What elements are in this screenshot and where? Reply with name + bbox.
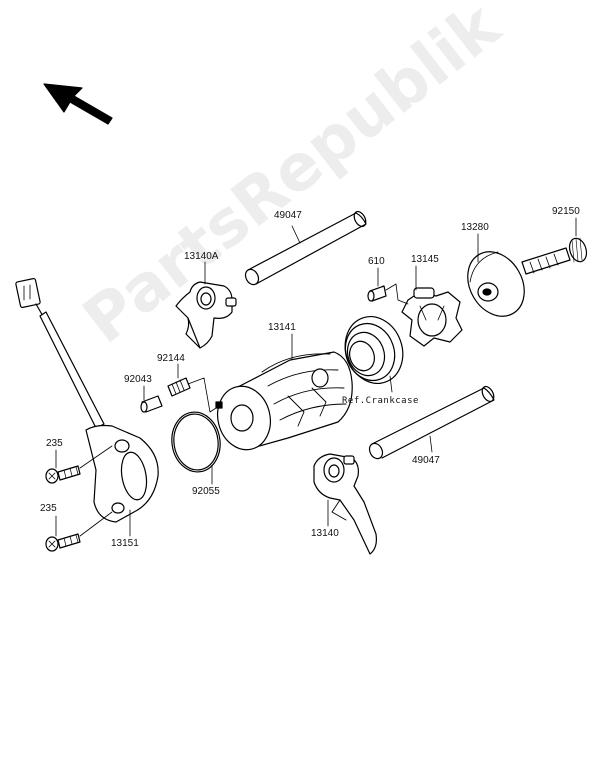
part-13280-plate[interactable] xyxy=(456,242,535,327)
label-92055: 92055 xyxy=(192,486,220,497)
label-13140A: 13140A xyxy=(184,251,219,262)
label-13151: 13151 xyxy=(111,538,139,549)
part-92055-o-ring[interactable] xyxy=(168,409,224,475)
label-13145: 13145 xyxy=(411,254,439,265)
label-92144: 92144 xyxy=(157,353,185,364)
label-610: 610 xyxy=(368,256,385,267)
part-235-screw-upper[interactable] xyxy=(45,465,81,484)
label-13141: 13141 xyxy=(268,322,296,333)
part-92043-pin[interactable] xyxy=(140,395,163,413)
label-49047-upper: 49047 xyxy=(274,210,302,221)
leader-49047-upper xyxy=(291,225,301,244)
part-13141-shift-drum[interactable] xyxy=(211,351,353,455)
arrow-up-left-icon xyxy=(43,83,113,125)
label-92043: 92043 xyxy=(124,374,152,385)
label-92150: 92150 xyxy=(552,206,580,217)
leader-ref-crankcase xyxy=(389,375,393,393)
label-49047-lower: 49047 xyxy=(412,455,440,466)
ref-crankcase-bearing[interactable] xyxy=(336,308,412,391)
part-49047-upper-rod[interactable] xyxy=(243,210,368,287)
part-13151-switch-assembly[interactable] xyxy=(15,277,159,523)
leader-235-lower-to-switch xyxy=(79,511,113,537)
part-235-screw-lower[interactable] xyxy=(45,533,81,552)
leader-49047-lower xyxy=(429,435,433,453)
leader-235-upper-to-switch xyxy=(79,445,113,469)
part-92144-spring[interactable] xyxy=(167,377,191,397)
part-13140A-shift-fork[interactable] xyxy=(175,281,237,349)
part-13145-cam-star[interactable] xyxy=(401,287,463,347)
label-235-upper: 235 xyxy=(46,438,63,449)
leader-92144-to-drum xyxy=(187,377,217,413)
part-13140-shift-fork[interactable] xyxy=(313,453,377,555)
leader-610-to-cam xyxy=(385,283,409,305)
part-610-pin[interactable] xyxy=(367,285,387,302)
part-92150-bolt[interactable] xyxy=(521,236,589,275)
label-235-lower: 235 xyxy=(40,503,57,514)
label-13280: 13280 xyxy=(461,222,489,233)
part-49047-lower-rod[interactable] xyxy=(367,385,496,461)
label-ref-crankcase: Ref.Crankcase xyxy=(342,396,419,406)
label-13140: 13140 xyxy=(311,528,339,539)
